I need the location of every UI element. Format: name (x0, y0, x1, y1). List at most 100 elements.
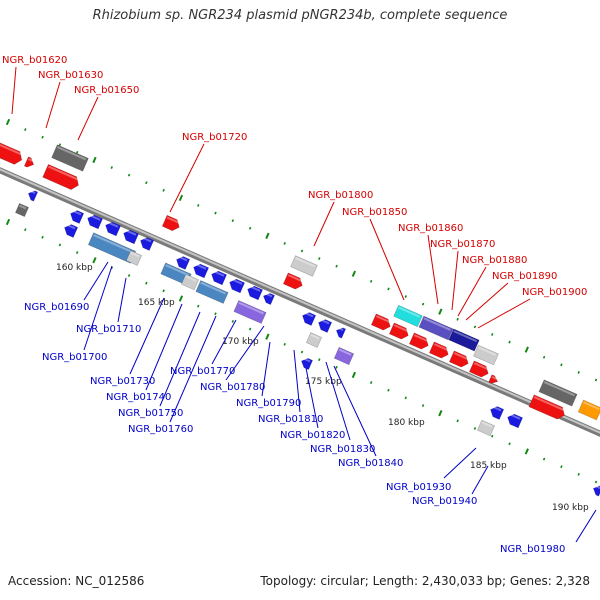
scale-tick-lower (577, 472, 580, 476)
leader-line (129, 297, 165, 375)
scale-tick-lower (491, 434, 494, 438)
reverse-gene (87, 232, 137, 264)
scale-tick-upper (369, 279, 373, 283)
reverse-gene-label: NGR_b01730 (90, 376, 155, 387)
reverse-gene (180, 273, 200, 291)
scale-tick-upper (438, 308, 443, 315)
scale-tick-lower (265, 333, 270, 340)
scale-tick-lower (248, 327, 252, 331)
scale-label: 175 kbp (305, 377, 342, 387)
forward-gene (473, 344, 499, 366)
scale-tick-upper (404, 295, 407, 298)
scale-tick-lower (145, 281, 148, 285)
scale-tick-lower (231, 319, 235, 323)
forward-gene-label: NGR_b01890 (492, 271, 557, 282)
reverse-gene (87, 214, 104, 230)
reverse-gene-label: NGR_b01740 (106, 392, 171, 403)
reverse-gene (233, 300, 267, 324)
leader-line (77, 96, 99, 141)
scale-tick-lower (162, 289, 165, 293)
scale-tick-lower (214, 312, 217, 316)
leader-line (145, 303, 183, 391)
forward-gene (408, 332, 429, 350)
reverse-gene (105, 221, 122, 237)
scale-tick-lower (300, 350, 304, 354)
reverse-gene (247, 285, 264, 301)
scale-tick-lower (438, 410, 443, 417)
reverse-gene (176, 255, 191, 270)
reverse-gene (302, 311, 317, 326)
reverse-gene-label: NGR_b01820 (280, 430, 345, 441)
scale-tick-lower (369, 381, 373, 385)
scale-tick-upper (248, 226, 252, 230)
backbone-highlight (0, 168, 600, 434)
scale-tick-upper (145, 181, 148, 185)
label-leaders (11, 66, 597, 543)
scale-tick-upper (351, 270, 357, 277)
forward-gene-label: NGR_b01620 (2, 55, 67, 66)
forward-gene-label: NGR_b01720 (182, 132, 247, 143)
gene-labels: NGR_b01620NGR_b01630NGR_b01650NGR_b01720… (2, 55, 587, 555)
scale-tick-upper (231, 219, 235, 223)
map-title: Rhizobium sp. NGR234 plasmid pNGR234b, c… (92, 8, 508, 23)
scale-tick-upper (387, 287, 390, 291)
reverse-gene (305, 332, 323, 348)
leader-line (45, 81, 61, 129)
scale-tick-upper (283, 241, 286, 245)
leader-line (451, 250, 459, 311)
forward-gene (161, 214, 180, 232)
reverse-gene (229, 278, 246, 294)
leader-line (83, 261, 109, 301)
scale-tick-lower (58, 243, 62, 247)
leader-line (261, 341, 271, 397)
reverse-gene-label: NGR_b01810 (258, 414, 323, 425)
forward-gene-label: NGR_b01650 (74, 85, 139, 96)
leader-line (117, 277, 127, 323)
scale-tick-upper (41, 135, 44, 139)
forward-gene-label: NGR_b01900 (522, 287, 587, 298)
reverse-gene (140, 236, 155, 251)
scale-tick-lower (404, 396, 407, 400)
reverse-gene (15, 203, 29, 217)
forward-gene-label: NGR_b01800 (308, 190, 373, 201)
leader-line (293, 349, 301, 413)
scale-tick-lower (335, 365, 338, 369)
forward-gene (468, 360, 489, 378)
forward-gene (282, 272, 303, 290)
forward-gene (538, 379, 578, 407)
forward-gene-label: NGR_b01880 (462, 255, 527, 266)
leader-line (477, 298, 531, 329)
leader-line (333, 365, 377, 457)
forward-gene-label: NGR_b01850 (342, 207, 407, 218)
scale-label: 180 kbp (388, 418, 425, 428)
leader-line (313, 201, 335, 247)
scale-tick-upper (5, 118, 11, 126)
leader-line (369, 218, 405, 301)
leader-line (457, 266, 487, 317)
scale-tick-lower (283, 342, 286, 346)
leader-line (471, 465, 489, 495)
forward-gene (448, 350, 469, 368)
scale-label: 190 kbp (552, 503, 589, 513)
scale-tick-upper (58, 143, 62, 147)
scale-tick-upper (542, 355, 546, 359)
reverse-gene-label: NGR_b01980 (500, 544, 565, 555)
leader-line (159, 311, 201, 407)
forward-gene (0, 141, 23, 165)
reverse-gene (211, 270, 228, 286)
leader-line (11, 66, 17, 115)
reverse-gene-label: NGR_b01700 (42, 352, 107, 363)
scale-tick-upper (162, 188, 165, 192)
leader-line (443, 447, 477, 479)
reverse-gene (125, 250, 143, 266)
leader-line (225, 325, 265, 381)
reverse-gene-label: NGR_b01710 (76, 324, 141, 335)
scale-label: 165 kbp (138, 298, 175, 308)
scale-tick-upper (491, 333, 494, 336)
scale-tick-lower (387, 388, 390, 392)
reverse-gene (335, 327, 347, 339)
scale-tick-upper (456, 317, 459, 321)
forward-gene-label: NGR_b01630 (38, 70, 103, 81)
scale-tick-lower (524, 448, 529, 455)
scale-tick-lower (542, 457, 546, 461)
